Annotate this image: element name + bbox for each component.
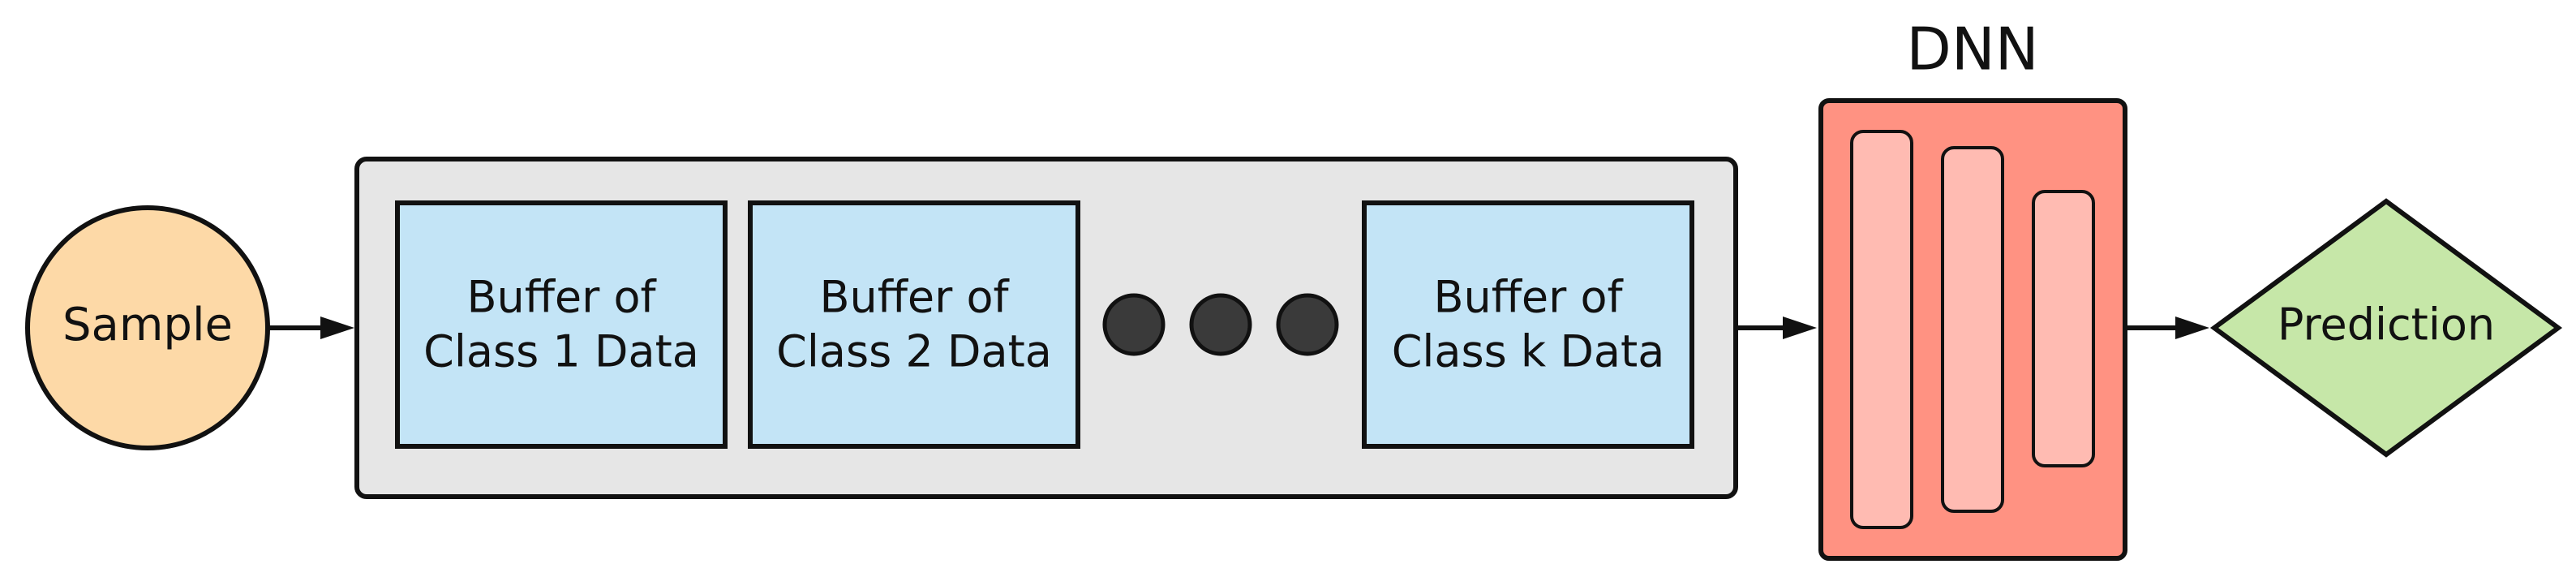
buffer-class-k-line2: Class k Data	[1392, 326, 1665, 377]
ellipsis-dot-1	[1102, 293, 1166, 356]
prediction-node: Prediction	[2209, 198, 2563, 458]
dnn-layer-1	[1850, 130, 1913, 529]
buffer-class-k: Buffer of Class k Data	[1362, 200, 1694, 449]
dnn-layer-3	[2032, 190, 2095, 467]
ellipsis-dot-2	[1189, 293, 1252, 356]
buffer-class-2: Buffer of Class 2 Data	[748, 200, 1080, 449]
arrow-buffers-to-dnn	[1738, 316, 1817, 339]
prediction-diamond	[2209, 198, 2563, 458]
arrow-sample-to-buffers	[268, 316, 354, 339]
buffer-class-2-line1: Buffer of	[819, 272, 1010, 323]
buffer-class-2-line2: Class 2 Data	[776, 326, 1052, 377]
buffer-class-1-line1: Buffer of	[466, 272, 657, 323]
arrow-dnn-to-prediction	[2127, 316, 2209, 339]
dnn-title: DNN	[1906, 15, 2038, 84]
dnn-block: DNN	[1818, 15, 2127, 561]
sample-label: Sample	[62, 299, 233, 351]
ellipsis-dot-3	[1276, 293, 1339, 356]
buffer-class-k-line1: Buffer of	[1433, 272, 1624, 323]
ellipsis-dots	[1102, 293, 1339, 356]
sample-node: Sample	[25, 205, 270, 450]
buffer-class-1-line2: Class 1 Data	[423, 326, 699, 377]
prediction-label: Prediction	[2278, 299, 2495, 351]
buffer-class-1: Buffer of Class 1 Data	[395, 200, 728, 449]
dnn-layer-2	[1941, 146, 2004, 513]
